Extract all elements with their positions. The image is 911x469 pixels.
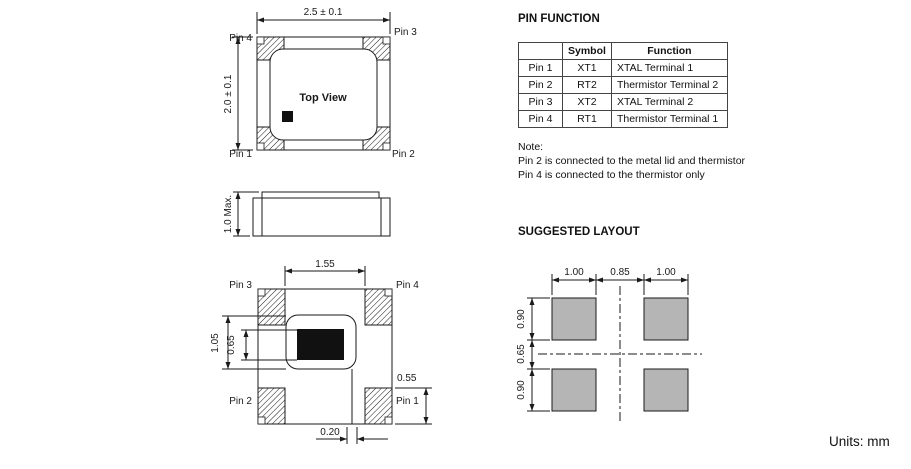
bottom-view-corner-pads	[257, 288, 393, 425]
table-row: Pin 3 XT2 XTAL Terminal 2	[518, 93, 728, 111]
top-view-label: Top View	[299, 92, 347, 104]
pin-cell: Pin 1	[518, 59, 563, 77]
side-view-drawing: 1.0 Max.	[223, 191, 391, 237]
layout-dim-top-left: 1.00	[564, 267, 584, 278]
note-block: Note: Pin 2 is connected to the metal li…	[518, 140, 745, 182]
symbol-cell: RT1	[562, 110, 612, 128]
top-view-width-dim: 2.5 ± 0.1	[304, 7, 343, 18]
function-cell: XTAL Terminal 2	[610, 93, 728, 111]
function-cell: Thermistor Terminal 2	[610, 76, 728, 94]
table-row: Pin 4 RT1 Thermistor Terminal 1	[518, 110, 728, 128]
note-title: Note:	[518, 141, 544, 153]
table-row: Pin 2 RT2 Thermistor Terminal 2	[518, 76, 728, 94]
side-view-lid	[261, 191, 380, 199]
thermistor-mark	[297, 329, 344, 360]
pin-cell: Pin 4	[518, 110, 563, 128]
bottom-dim-left-inner: 0.65	[226, 335, 237, 355]
bottom-view-pin3-label: Pin 3	[229, 280, 252, 291]
bottom-view-pin4-label: Pin 4	[396, 280, 419, 291]
header-symbol-cell: Symbol	[562, 42, 612, 60]
symbol-cell: XT2	[562, 93, 612, 111]
units-label: Units: mm	[829, 434, 890, 449]
table-row: Pin 1 XT1 XTAL Terminal 1	[518, 59, 728, 77]
pin-function-title: PIN FUNCTION	[518, 13, 600, 25]
layout-pad	[643, 297, 689, 341]
layout-dim-left-center: 0.65	[516, 344, 527, 364]
top-view-pin4-label: Pin 4	[229, 33, 252, 44]
pin1-index-mark	[282, 111, 293, 122]
pin-cell: Pin 3	[518, 93, 563, 111]
side-view-body	[252, 197, 391, 237]
side-view-height-dim: 1.0 Max.	[223, 195, 234, 233]
top-view-pin3-label: Pin 3	[394, 27, 417, 38]
bottom-dim-top: 1.55	[315, 259, 335, 270]
layout-dim-left-bottom: 0.90	[516, 380, 527, 400]
bottom-dim-bottom: 0.20	[320, 427, 340, 438]
header-function-cell: Function	[610, 42, 728, 60]
bottom-dim-right: 0.55	[397, 373, 417, 384]
pin-cell: Pin 2	[518, 76, 563, 94]
top-view-lid	[269, 48, 378, 141]
layout-dim-top-center: 0.85	[610, 267, 630, 278]
top-view-drawing: 2.5 ± 0.1 Top View 2.0 ± 0.1 Pin 4 Pin	[223, 7, 417, 160]
top-view-pin2-label: Pin 2	[392, 149, 415, 160]
top-view-height-dim: 2.0 ± 0.1	[223, 74, 234, 113]
bottom-view-pin2-label: Pin 2	[229, 396, 252, 407]
table-header-row: Symbol Function	[518, 42, 728, 60]
function-cell: Thermistor Terminal 1	[610, 110, 728, 128]
layout-pad	[643, 368, 689, 412]
symbol-cell: RT2	[562, 76, 612, 94]
layout-centerlines	[538, 286, 702, 424]
symbol-cell: XT1	[562, 59, 612, 77]
bottom-view-drawing: 1.55 1.05 0.65 0.55 0.20	[210, 259, 432, 444]
top-view-pin1-label: Pin 1	[229, 149, 252, 160]
layout-dim-top-right: 1.00	[656, 267, 676, 278]
layout-pad	[551, 368, 597, 412]
layout-pads	[551, 297, 689, 412]
header-blank-cell	[518, 42, 563, 60]
bottom-dim-left-outer: 1.05	[210, 333, 221, 353]
note-line: Pin 2 is connected to the metal lid and …	[518, 155, 746, 167]
layout-pad	[551, 297, 597, 341]
layout-dim-left-top: 0.90	[516, 309, 527, 329]
package-drawings: 2.5 ± 0.1 Top View 2.0 ± 0.1 Pin 4 Pin	[210, 7, 432, 444]
pin-function-table: Symbol Function Pin 1 XT1 XTAL Terminal …	[518, 42, 728, 128]
suggested-layout-title: SUGGESTED LAYOUT	[518, 226, 640, 238]
bottom-view-pin1-label: Pin 1	[396, 396, 419, 407]
note-line: Pin 4 is connected to the thermistor onl…	[518, 169, 705, 181]
suggested-layout-drawing: 1.00 0.85 1.00 0.90 0.65 0.90	[516, 267, 702, 424]
function-cell: XTAL Terminal 1	[610, 59, 728, 77]
